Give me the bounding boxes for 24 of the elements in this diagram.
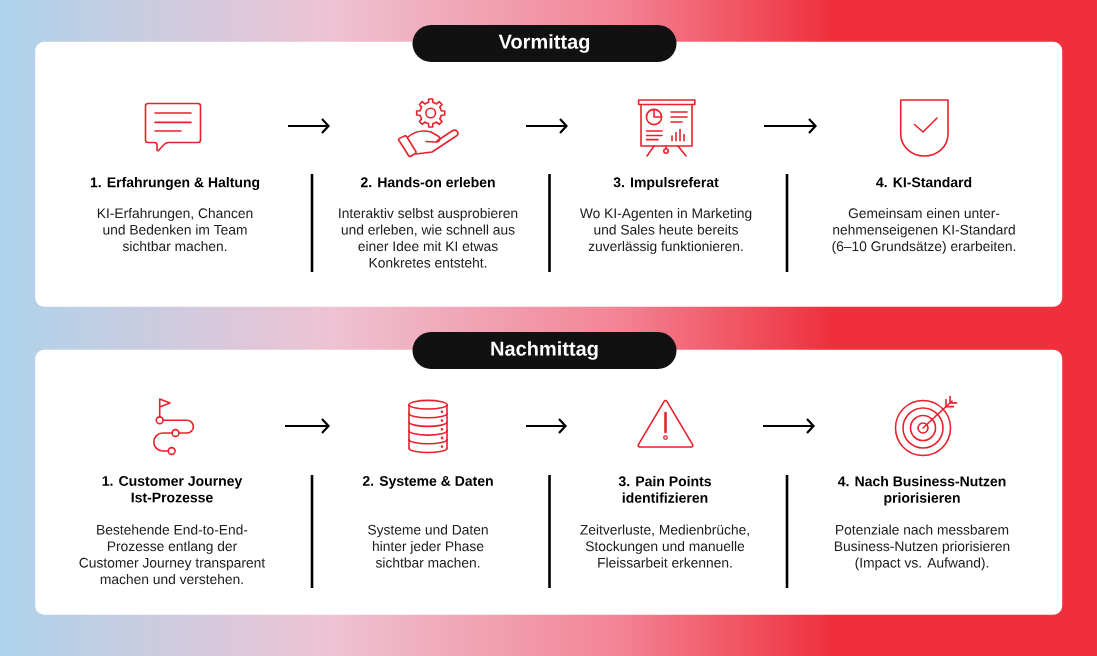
step-title: 4. KI-Standard (876, 177, 972, 188)
arrow (764, 118, 817, 134)
step-title: 3. Impulsreferat (613, 177, 719, 191)
step-title: 2. Systeme & Daten (362, 476, 493, 489)
step-description: Bestehende End-to-End- Prozesse entlang der Customer Journey transparent machen und verstehen. (79, 524, 266, 585)
step-description: Interaktiv selbst ausprobieren und erleben, wie schnell aus einer Idee mit KI etwas Konkretes entsteht. (339, 208, 518, 268)
arrow (526, 418, 567, 434)
arrow (285, 418, 330, 434)
step-description: Systeme und Daten hinter jeder Phase sichtbar machen. (368, 524, 488, 568)
step-title: 3. Pain Points identifizieren (618, 476, 711, 503)
heading-pill: Vormittag (412, 25, 677, 62)
heading-pill: Nachmittag (412, 332, 677, 369)
arrow (526, 118, 568, 134)
step-title: 1. Erfahrungen & Haltung (90, 177, 260, 191)
step-description: Gemeinsam einen unter- nehmenseigenen KI-Standard (6–10 Grundsätze) erarbeiten. (832, 208, 1016, 254)
step-title: 1. Customer Journey Ist-Prozesse (102, 476, 243, 503)
step-description: Wo KI-Agenten in Marketing und Sales heute bereits zuverlässig funktionieren. (579, 208, 752, 254)
step-description: KI-Erfahrungen, Chancen und Bedenken im Team sichtbar machen. (97, 208, 253, 252)
step-title: 4. Nach Business-Nutzen priorisieren (837, 476, 1006, 506)
step-title: 2. Hands-on erleben (360, 177, 495, 188)
arrow (763, 418, 815, 434)
step-description: Potenziale nach messbarem Business-Nutzen priorisieren (Impact vs. Aufwand). (834, 524, 1010, 571)
step-description: Zeitverluste, Medienbrüche, Stockungen und manuelle Fleissarbeit erkennen. (580, 524, 749, 568)
arrow (288, 118, 330, 134)
